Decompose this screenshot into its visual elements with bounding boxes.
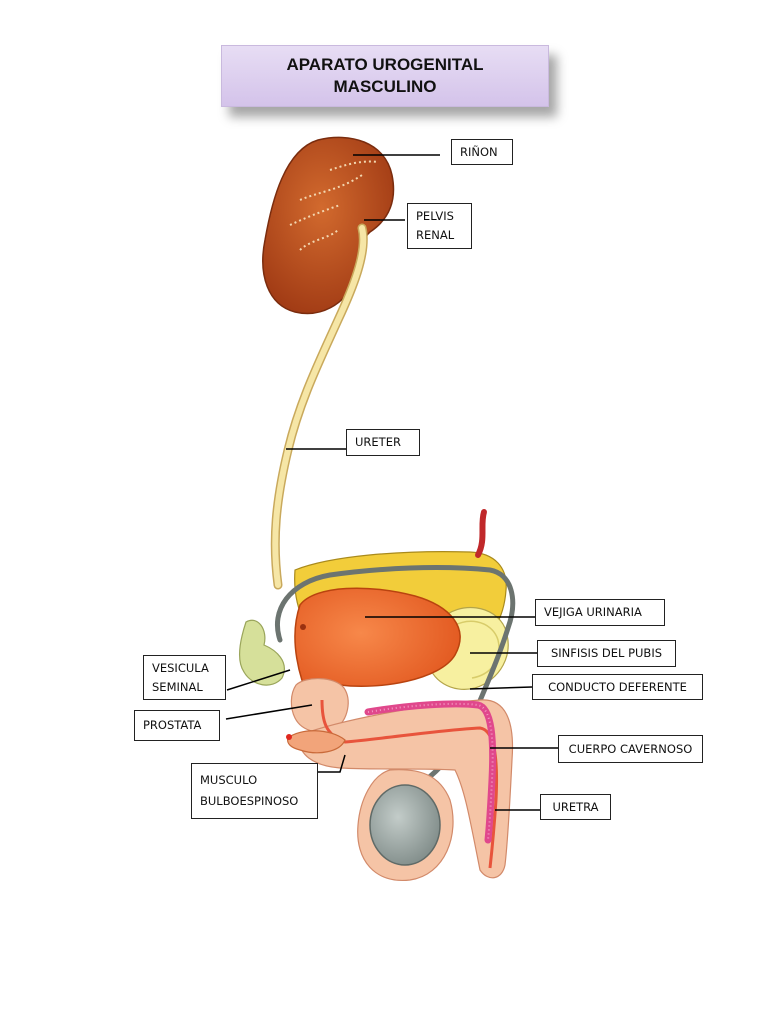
- label-pelvis-renal: PELVIS RENAL: [407, 203, 472, 249]
- title-line-1: APARATO UROGENITAL: [286, 55, 484, 74]
- label-conducto-deferente: CONDUCTO DEFERENTE: [532, 674, 703, 700]
- label-ureter: URETER: [346, 429, 420, 456]
- page-title: APARATO UROGENITAL MASCULINO: [221, 45, 549, 107]
- penis: [298, 699, 514, 879]
- title-line-2: MASCULINO: [333, 77, 437, 96]
- label-uretra: URETRA: [540, 794, 611, 820]
- kidney: [262, 136, 395, 315]
- testis: [369, 784, 441, 866]
- label-cuerpo-cavernoso: CUERPO CAVERNOSO: [558, 735, 703, 763]
- label-sinfisis-del-pubis: SINFISIS DEL PUBIS: [537, 640, 676, 667]
- label-prostata: PROSTATA: [134, 710, 220, 741]
- leader-lines: [225, 154, 558, 811]
- label-musculo-bulboespinoso: MUSCULO BULBOESPINOSO: [191, 763, 318, 819]
- seminal-vesicle: [238, 619, 285, 686]
- label-vejiga-urinaria: VEJIGA URINARIA: [535, 599, 665, 626]
- label-vesicula-seminal: VESICULA SEMINAL: [143, 655, 226, 700]
- bulbospongiosus-muscle: [287, 730, 346, 754]
- label-rinon: RIÑON: [451, 139, 513, 165]
